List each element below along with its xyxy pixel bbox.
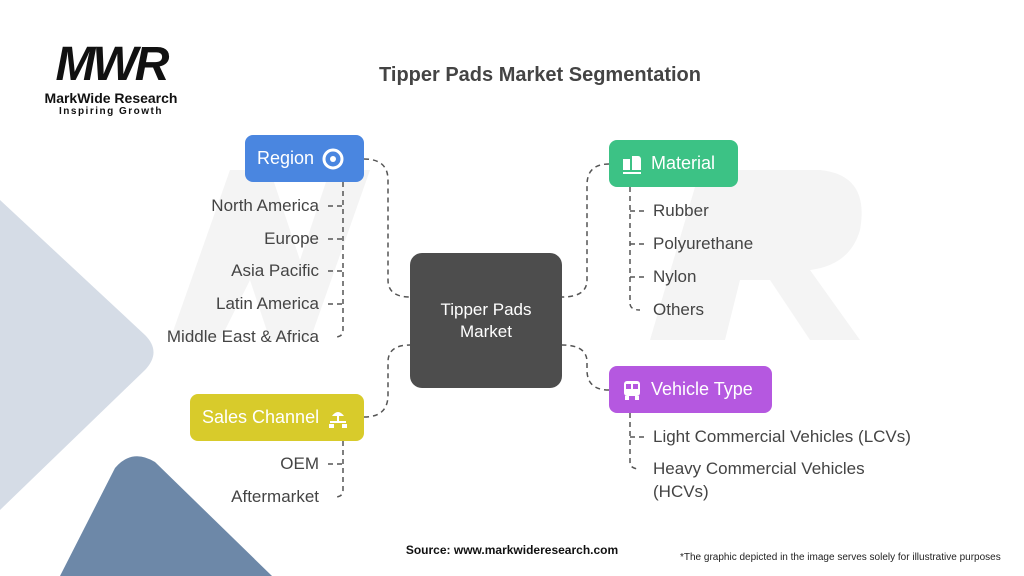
material-item: Nylon	[653, 267, 697, 286]
center-line1: Tipper Pads	[440, 299, 532, 319]
region-label: Region	[257, 148, 315, 168]
material-item: Polyurethane	[653, 234, 754, 253]
vehicle-type-node: Vehicle Type	[609, 366, 772, 413]
vehicle-type-item: Light Commercial Vehicles (LCVs)	[653, 427, 911, 446]
bg-shape-light	[0, 200, 154, 510]
globe-icon	[322, 148, 344, 169]
region-item: Middle East & Africa	[166, 327, 319, 346]
network-icon	[329, 411, 348, 428]
material-node: Material	[609, 140, 738, 187]
material-icon	[623, 155, 641, 174]
material-item: Others	[653, 300, 705, 319]
sales-channel-label: Sales Channel	[202, 407, 320, 427]
sales-channel-item: OEM	[280, 454, 319, 473]
material-label: Material	[651, 153, 716, 173]
center-node: Tipper Pads Market	[410, 253, 562, 388]
region-item: North America	[211, 196, 319, 215]
vehicle-type-label: Vehicle Type	[651, 379, 753, 399]
region-item: Latin America	[216, 294, 319, 313]
sales-channel-node: Sales Channel	[190, 394, 364, 441]
disclaimer-text: *The graphic depicted in the image serve…	[680, 552, 1001, 563]
logo: MWR MarkWide Research Inspiring Growth	[36, 38, 186, 118]
region-node: Region	[245, 135, 364, 182]
bg-shape-dark	[60, 456, 272, 576]
page-title: Tipper Pads Market Segmentation	[379, 64, 701, 86]
watermark-shapes	[170, 170, 862, 340]
region-item: Europe	[264, 229, 319, 248]
material-item: Rubber	[653, 201, 709, 220]
region-item: Asia Pacific	[231, 261, 319, 280]
vehicle-type-item: Heavy Commercial Vehicles	[653, 459, 865, 478]
vehicle-type-item-cont: (HCVs)	[653, 482, 709, 501]
logo-mark: MWR	[55, 38, 170, 91]
logo-tagline: Inspiring Growth	[59, 106, 163, 117]
connectors	[328, 158, 645, 498]
source-text: Source: www.markwideresearch.com	[405, 543, 619, 557]
bus-icon	[624, 380, 640, 400]
center-line2: Market	[460, 321, 512, 341]
sales-channel-item: Aftermarket	[231, 487, 319, 506]
logo-name: MarkWide Research	[44, 90, 178, 106]
